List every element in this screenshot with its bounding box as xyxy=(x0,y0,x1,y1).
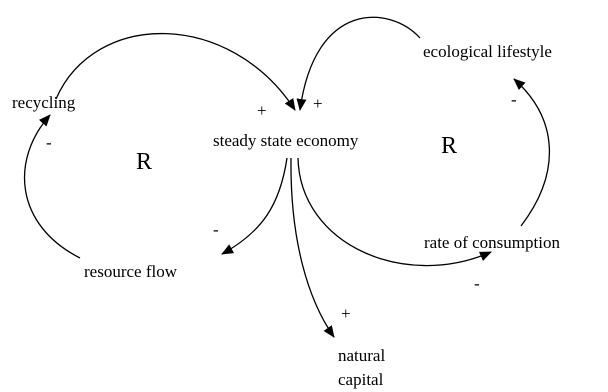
node-resource-flow: resource flow xyxy=(84,262,178,281)
node-rate-of-consumption: rate of consumption xyxy=(424,233,560,252)
node-ecological-lifestyle: ecological lifestyle xyxy=(423,42,552,61)
node-steady-state-economy: steady state economy xyxy=(213,131,359,150)
edge-economy-to-resource-flow xyxy=(221,157,288,255)
edge-economy-to-natural-capital xyxy=(290,157,335,338)
edge-lifestyle-to-economy xyxy=(296,16,421,111)
polarity-economy-to-natural-capital: + xyxy=(341,304,351,323)
polarity-resource-flow-to-recycling: - xyxy=(46,133,52,152)
polarity-economy-to-consumption: - xyxy=(474,274,480,293)
edge-economy-to-consumption xyxy=(297,157,492,267)
edge-resource-flow-to-recycling xyxy=(23,114,81,259)
edge-consumption-to-lifestyle xyxy=(513,78,551,227)
edge-recycling-to-economy xyxy=(55,32,296,111)
node-natural-capital-line2: capital xyxy=(338,370,384,389)
loop-label-left: R xyxy=(136,149,152,175)
polarity-lifestyle-to-recycling-side: - xyxy=(511,90,517,109)
polarity-lifestyle-to-economy: + xyxy=(313,94,323,113)
node-recycling: recycling xyxy=(12,93,76,112)
node-natural-capital-line1: natural xyxy=(338,346,385,365)
polarity-recycling-to-economy: + xyxy=(257,101,267,120)
loop-label-right: R xyxy=(441,133,457,159)
polarity-economy-to-resource-flow: - xyxy=(213,220,219,239)
